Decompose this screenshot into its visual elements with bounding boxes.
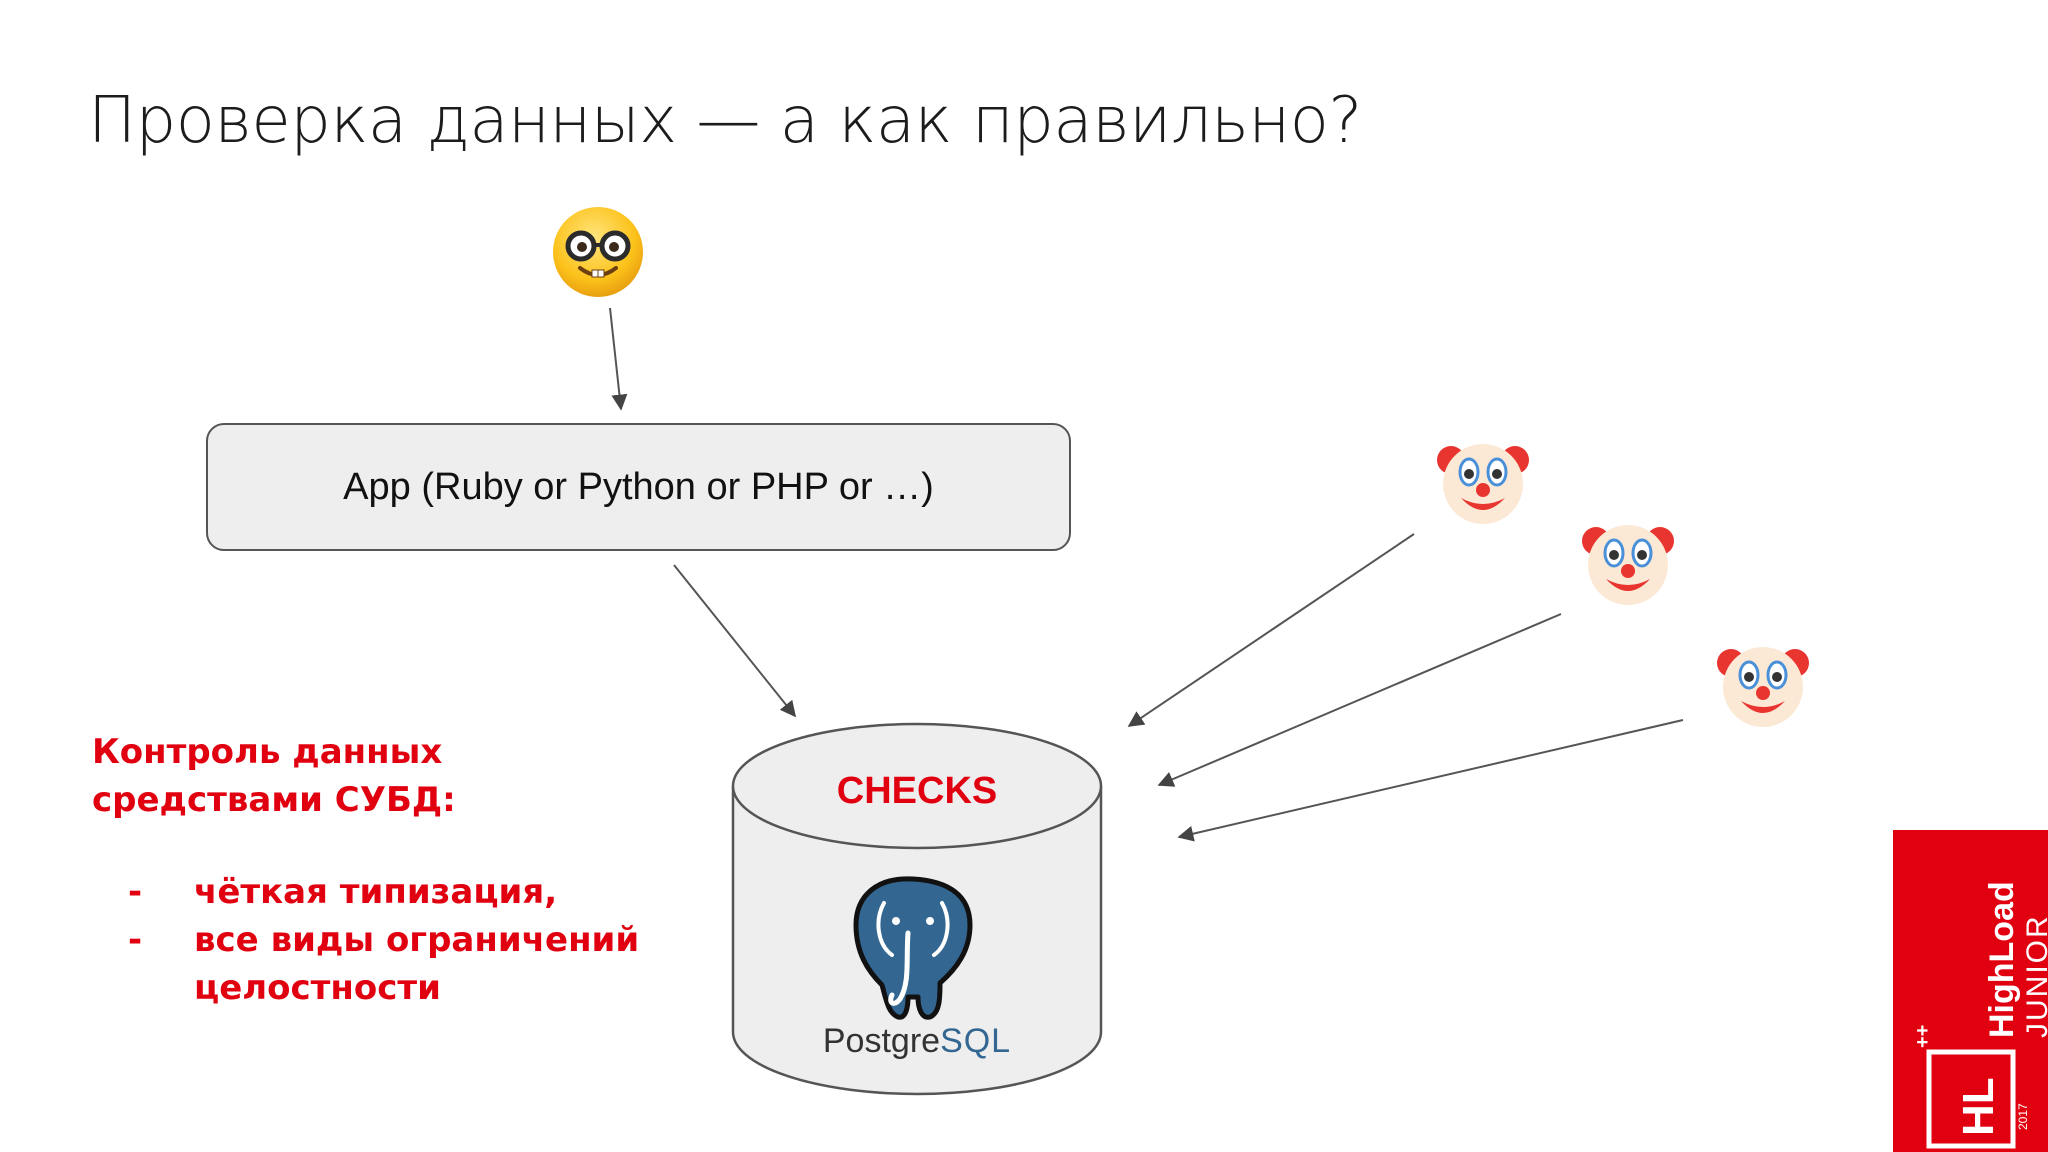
badge-plus: ++: [1912, 1025, 1934, 1048]
clown-face-icon: [1433, 430, 1533, 530]
badge-sub: JUNIOR: [2021, 914, 2048, 1038]
postgresql-logo-text: PostgreSQL: [731, 1022, 1103, 1061]
postgresql-elephant-icon: [853, 876, 973, 1020]
arrow-app-to-db: [673, 564, 797, 718]
list-item: - чёткая типизация,: [92, 868, 674, 916]
highload-junior-badge: HighLoad JUNIOR HL 2017 ++: [1893, 830, 2048, 1152]
clown-face-icon: [1713, 633, 1813, 733]
arrow-clown-2-to-db: [1157, 613, 1562, 787]
slide-title: Проверка данных — а как правильно?: [88, 84, 1362, 158]
notes-heading: Контроль данных средствами СУБД:: [92, 732, 456, 820]
list-item-text: чёткая типизация,: [194, 872, 558, 912]
list-dash: -: [128, 872, 143, 912]
arrow-user-to-app: [609, 307, 628, 411]
arrow-clown-3-to-db: [1177, 719, 1684, 842]
badge-year: 2017: [2016, 1103, 2030, 1130]
notes-list: - чёткая типизация, - все виды ограничен…: [92, 868, 674, 1012]
clown-face-icon: [1578, 511, 1678, 611]
list-item: - все виды ограничений целостности: [92, 916, 674, 1012]
arrow-clown-1-to-db: [1127, 533, 1415, 727]
nerd-face-icon: [548, 202, 648, 302]
badge-brand: HighLoad: [1983, 881, 2021, 1038]
app-box: App (Ruby or Python or PHP or …): [206, 423, 1071, 551]
badge-mark: HL: [1954, 1077, 2003, 1136]
database-cylinder: CHECKS PostgreSQL: [731, 722, 1103, 1096]
postgresql-logo-suffix: SQL: [940, 1022, 1012, 1060]
app-box-label: App (Ruby or Python or PHP or …): [343, 465, 934, 508]
list-dash: -: [128, 920, 143, 960]
checks-label: CHECKS: [836, 770, 998, 812]
list-item-text: все виды ограничений целостности: [194, 920, 640, 1008]
notes-block: Контроль данных средствами СУБД: - чётка…: [92, 728, 674, 1012]
postgresql-logo-prefix: Postgre: [822, 1022, 941, 1060]
